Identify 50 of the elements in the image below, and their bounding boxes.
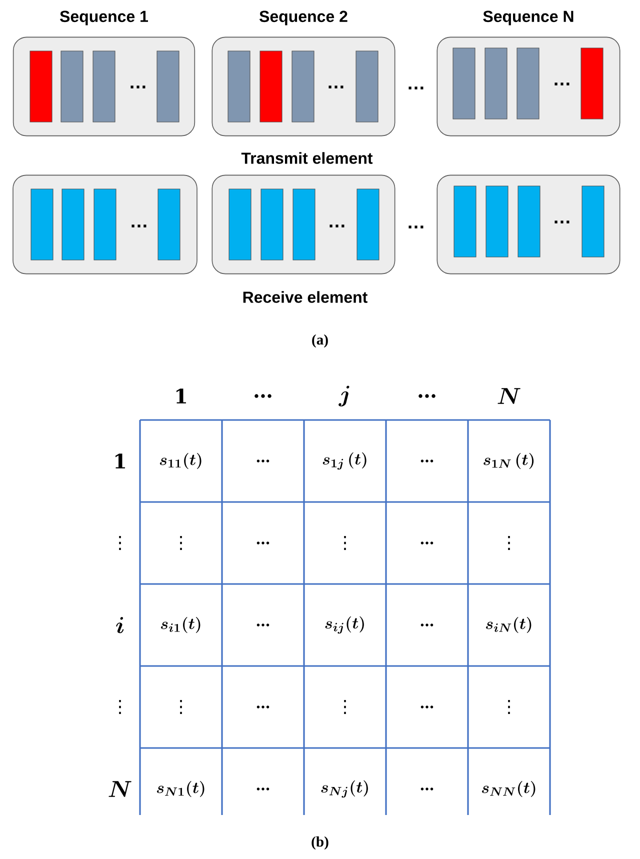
matrix-entry: $\boldsymbol{s_{iN}(t)}$	[486, 617, 532, 634]
ellipsis: …	[554, 82, 570, 86]
ellipsis: …	[328, 86, 344, 88]
ellipsis: …	[130, 86, 146, 88]
index-label: $\boldsymbol{i}$	[116, 617, 124, 634]
matrix-entry: …	[256, 706, 270, 708]
panel-label: (a)	[312, 334, 328, 348]
matrix-entry: ⋮	[344, 536, 346, 550]
matrix-entry: …	[256, 542, 270, 544]
matrix-entry: $\boldsymbol{s_{NN}(t)}$	[482, 781, 536, 798]
matrix-entry: ⋮	[508, 700, 510, 714]
matrix-entry: ⋮	[344, 700, 346, 714]
matrix-entry: …	[256, 624, 270, 626]
sequence-heading: Sequence 1	[60, 10, 148, 26]
matrix-entry: ⋮	[119, 536, 121, 550]
sequence-heading: Sequence N	[483, 10, 574, 26]
element-caption: Receive element	[243, 291, 368, 303]
ellipsis: …	[408, 226, 424, 228]
sequence-heading: Sequence 2	[260, 10, 348, 26]
index-label: $\boldsymbol{N}$	[108, 781, 132, 797]
index-label: 1	[116, 454, 125, 468]
index-label: …	[418, 394, 436, 398]
matrix-entry: ⋮	[180, 700, 182, 714]
ellipsis: …	[132, 224, 146, 228]
ellipsis: …	[330, 224, 344, 228]
matrix-entry: $\boldsymbol{s_{11}(t)}$	[160, 453, 202, 470]
matrix-entry: $\boldsymbol{s_{N1}(t)}$	[156, 781, 204, 798]
matrix-entry: $\boldsymbol{s_{1N}\,(t)}$	[484, 453, 534, 470]
index-label: $\boldsymbol{N}$	[498, 388, 520, 404]
ellipsis: …	[554, 220, 570, 224]
index-label: …	[254, 394, 272, 398]
matrix-entry: ⋮	[508, 536, 510, 550]
index-label: 1	[176, 388, 186, 404]
matrix-entry: $\boldsymbol{s_{ij}(t)}$	[325, 616, 364, 634]
element-caption: Transmit element	[241, 152, 373, 164]
matrix-entry: $\boldsymbol{s_{1j}\,(t)}$	[322, 452, 366, 470]
matrix-entry: …	[420, 542, 434, 544]
matrix-entry: $\boldsymbol{s_{i1}(t)}$	[160, 617, 200, 634]
index-label: $\boldsymbol{j}$	[338, 386, 350, 406]
ellipsis: …	[408, 86, 424, 90]
matrix-entry: …	[256, 460, 270, 462]
matrix-entry: $\boldsymbol{s_{Nj}(t)}$	[321, 780, 368, 798]
matrix-entry: …	[420, 624, 434, 626]
matrix-entry: …	[256, 788, 270, 790]
matrix-entry: …	[420, 706, 434, 708]
matrix-entry: …	[420, 460, 434, 462]
matrix-entry: …	[420, 788, 434, 790]
panel-label: (b)	[312, 836, 328, 850]
matrix-entry: ⋮	[180, 536, 182, 550]
matrix-entry: ⋮	[119, 700, 121, 714]
